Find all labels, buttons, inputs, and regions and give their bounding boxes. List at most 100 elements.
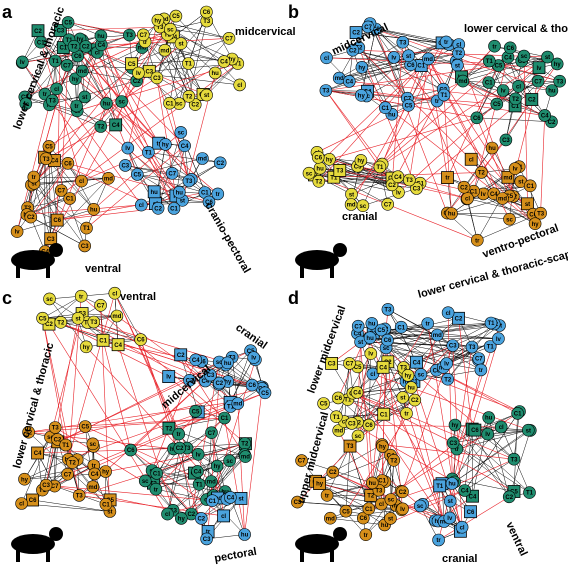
node-label: C6 (64, 161, 72, 167)
edge-intra (454, 417, 489, 483)
node-circle (151, 13, 165, 27)
edge-inter (33, 105, 77, 184)
node-circle (123, 28, 136, 42)
node-circle (502, 490, 516, 504)
module-label: cranial (342, 211, 377, 223)
node-circle (507, 452, 521, 466)
node-label: hy (358, 65, 366, 71)
node-circle (76, 64, 89, 78)
node-circle (345, 417, 359, 430)
node-label: tr (79, 294, 84, 300)
node-label: C1 (221, 416, 229, 422)
node-label: C1 (166, 101, 174, 107)
node-circle (108, 286, 122, 300)
node-circle (75, 174, 88, 188)
node-label: md (498, 197, 507, 203)
node-label: C4 (354, 332, 362, 338)
node-label: C4 (181, 144, 189, 150)
node-label: tr (475, 238, 480, 244)
edge-intra (164, 49, 225, 62)
node-label: cl (379, 502, 384, 508)
node-label: C2 (388, 183, 396, 189)
node-circle (48, 54, 62, 68)
module-label: lower midcervical (306, 304, 349, 395)
edge-intra (42, 295, 82, 319)
node-label: C1 (526, 184, 534, 190)
node-circle (78, 239, 91, 253)
node-circle (403, 173, 416, 187)
edge-inter (117, 344, 174, 511)
node-circle (213, 156, 227, 170)
node-circle (511, 407, 524, 420)
node-label: st (31, 181, 36, 187)
node-label: C7 (534, 79, 542, 85)
node-circle (167, 202, 181, 215)
node-circle (523, 486, 536, 499)
node-circle (119, 159, 132, 172)
node-label: hy (162, 142, 170, 148)
node-circle (421, 317, 434, 330)
module-label: lower cervical & thoracic (464, 23, 568, 35)
node-label: st (204, 93, 209, 99)
node-label: T1 (440, 93, 448, 99)
node-label: tr (325, 493, 330, 499)
nodes-d: C1C2C3C4C5C6C7T1T2T3schystmdtrclhulvC1C2… (291, 303, 537, 547)
node-circle (396, 485, 409, 499)
node-label: C3 (518, 59, 526, 65)
edge-intra (148, 152, 221, 164)
node-label: T1 (344, 398, 352, 404)
node-label: C7 (64, 472, 72, 478)
node-circle (36, 311, 49, 325)
node-label: T1 (185, 62, 193, 68)
edge-intra (447, 147, 493, 214)
node-circle (182, 174, 196, 188)
node-label: T2 (311, 173, 319, 179)
node-label: hy (404, 373, 412, 379)
node-label: C7 (208, 431, 216, 437)
node-label: C5 (342, 509, 350, 515)
node-label: lv (251, 356, 257, 362)
node-label: C3 (57, 29, 65, 35)
node-label: md (104, 176, 113, 182)
node-label: T3 (346, 444, 354, 450)
node-label: cl (460, 525, 465, 531)
node-square (377, 407, 391, 421)
node-circle (346, 43, 360, 57)
node-label: C4 (394, 175, 402, 181)
node-square (313, 477, 327, 491)
node-circle (496, 84, 510, 97)
node-label: C1 (170, 207, 178, 213)
node-label: hy (402, 379, 410, 385)
node-label: tr (404, 411, 409, 417)
edge-inter (94, 454, 199, 475)
node-circle (79, 340, 93, 354)
edge-intra (156, 454, 199, 474)
node-circle (174, 37, 188, 50)
node-circle (485, 141, 499, 155)
node-square (468, 423, 482, 437)
node-label: st (107, 510, 112, 516)
node-label: C2 (191, 103, 199, 109)
node-label: T3 (336, 168, 344, 174)
node-label: T2 (25, 430, 33, 436)
node-label: sc (216, 360, 223, 366)
node-label: C6 (53, 218, 61, 224)
edge-inter (130, 374, 211, 451)
node-label: lv (447, 516, 453, 522)
node-label: C2 (45, 322, 53, 328)
node-label: C5 (261, 391, 269, 397)
node-circle (355, 89, 368, 102)
node-circle (366, 367, 380, 381)
node-label: hy (316, 482, 324, 488)
node-label: C1 (381, 106, 389, 112)
node-circle (205, 426, 218, 439)
node-label: C4 (220, 60, 228, 66)
node-label: C2 (528, 98, 536, 104)
node-label: cl (95, 50, 100, 56)
node-circle (446, 339, 459, 352)
node-circle (247, 351, 260, 364)
node-label: T2 (355, 46, 363, 52)
node-label: C4 (541, 113, 549, 119)
node-label: C2 (82, 45, 90, 51)
node-circle (211, 187, 225, 201)
